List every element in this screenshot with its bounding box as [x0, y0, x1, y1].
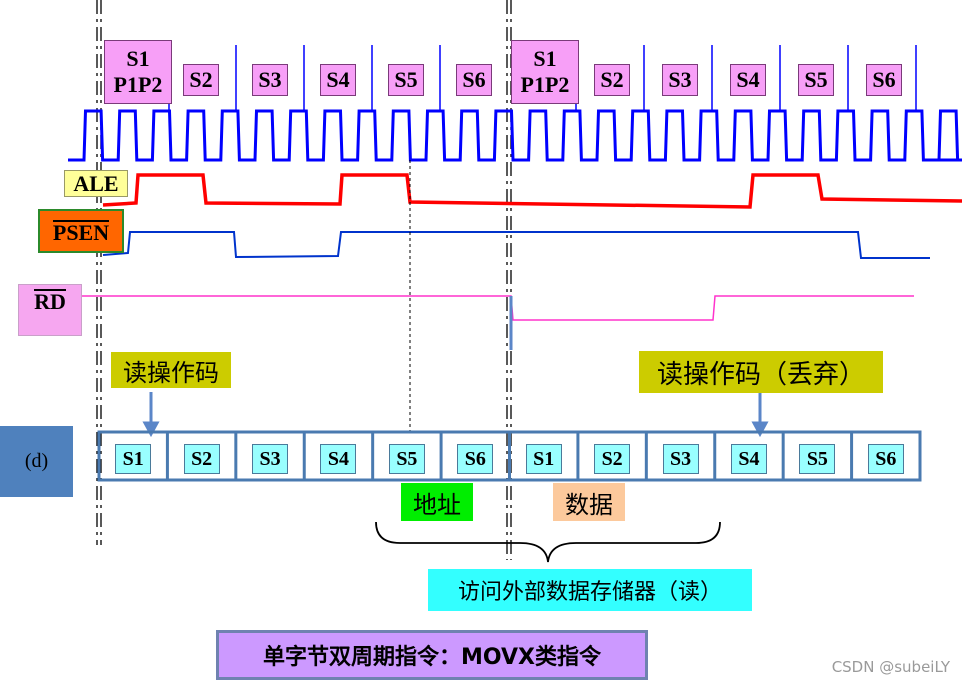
address-tag: 地址	[401, 483, 473, 521]
state-label-text: S1	[126, 46, 150, 71]
d-label-box: (d)	[0, 426, 73, 497]
read-opcode-note: 读操作码	[111, 352, 231, 388]
state-row-dividers	[165, 432, 854, 480]
rd-label-text: RD	[34, 289, 66, 314]
state-cell: S1	[525, 444, 562, 474]
state-cell: S6	[457, 444, 494, 474]
cycle1-state-s5-label: S5	[388, 64, 424, 96]
state-label-text: S1	[533, 46, 557, 71]
state-cell: S3	[252, 444, 289, 474]
state-cell: S6	[867, 444, 904, 474]
cycle1-state-s1-label: S1 P1P2	[104, 40, 172, 104]
rd-label: RD	[18, 284, 82, 336]
cycle1-state-s4-label: S4	[320, 64, 356, 96]
state-cell: S3	[662, 444, 699, 474]
state-cell: S2	[183, 444, 220, 474]
state-cell: S4	[730, 444, 767, 474]
instruction-caption: 单字节双周期指令：MOVX类指令	[216, 630, 648, 680]
state-label-subtext: P1P2	[113, 72, 163, 97]
state-cell: S5	[388, 444, 425, 474]
clock-waveform	[68, 109, 962, 162]
state-cell: S2	[594, 444, 631, 474]
psen-waveform	[102, 231, 930, 259]
rd-waveform	[82, 295, 914, 321]
cycle2-state-s1-label: S1 P1P2	[511, 40, 579, 104]
psen-label: PSEN	[38, 209, 124, 253]
cycle1-state-s6-label: S6	[456, 64, 492, 96]
arrows	[142, 392, 769, 438]
state-cell: S4	[320, 444, 357, 474]
watermark: CSDN @subeiLY	[831, 658, 950, 676]
cycle1-state-s2-label: S2	[183, 64, 219, 96]
state-divider-ticks	[168, 45, 917, 111]
cycle2-state-s5-label: S5	[798, 64, 834, 96]
ale-label: ALE	[64, 170, 128, 197]
state-cell: S5	[799, 444, 836, 474]
brace	[375, 521, 721, 563]
state-label-subtext: P1P2	[520, 72, 570, 97]
read-opcode-discard-note: 读操作码（丢弃）	[639, 351, 883, 393]
cycle2-state-s6-label: S6	[866, 64, 902, 96]
cycle2-state-s4-label: S4	[730, 64, 766, 96]
data-tag: 数据	[553, 483, 625, 521]
state-cell: S1	[115, 444, 152, 474]
external-memory-read-tag: 访问外部数据存储器（读）	[428, 569, 752, 611]
cycle2-state-s2-label: S2	[594, 64, 630, 96]
psen-label-text: PSEN	[52, 219, 110, 245]
ale-waveform	[102, 173, 962, 209]
cycle1-state-s3-label: S3	[252, 64, 288, 96]
cycle2-state-s3-label: S3	[662, 64, 698, 96]
